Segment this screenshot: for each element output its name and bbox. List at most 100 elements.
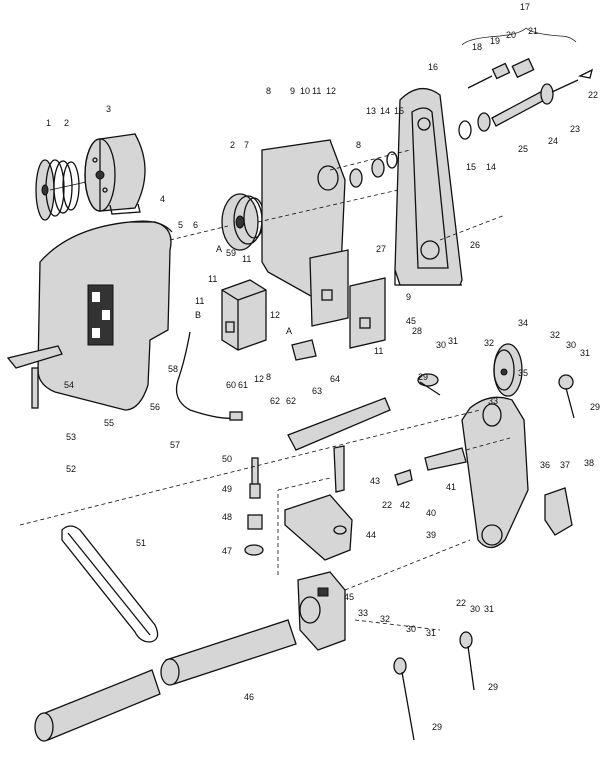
callout-11d: 11 [195,296,204,306]
callout-57: 57 [170,440,180,450]
callout-28: 28 [412,326,422,336]
switch-box [221,279,267,351]
callout-A1: A [216,244,222,254]
callout-56: 56 [150,402,160,412]
callout-43: 43 [370,476,380,486]
callout-17: 17 [520,2,530,12]
callout-18: 18 [472,42,482,52]
callout-3: 3 [106,104,111,114]
callout-36: 36 [540,460,550,470]
callout-8: 8 [266,86,271,96]
callout-11e: 11 [374,346,383,356]
callout-7: 7 [244,140,249,150]
callout-30b: 30 [436,340,446,350]
v-belt [61,525,159,643]
callout-37: 37 [560,460,570,470]
callout-59: 59 [226,248,236,258]
callout-15: 15 [394,106,404,116]
callout-6: 6 [193,220,198,230]
switch-plate [309,249,386,349]
callout-47: 47 [222,546,232,556]
callout-labels: 1 2 3 4 5 6 7 2 8 9 10 11 12 13 14 15 16… [46,2,600,732]
callout-38: 38 [584,458,594,468]
bolt-stack [244,457,264,556]
bracket [544,487,573,536]
callout-19: 19 [490,36,500,46]
callout-33: 33 [488,396,498,406]
callout-30d: 30 [406,624,416,634]
callout-20: 20 [506,30,516,40]
bearing-set-right [458,112,491,140]
callout-26: 26 [470,240,480,250]
swing-arm [461,396,529,549]
callout-29b: 29 [418,372,428,382]
callout-40: 40 [426,508,436,518]
plug [229,411,243,421]
callout-22c: 22 [456,598,466,608]
callout-42: 42 [400,500,410,510]
callout-22b: 22 [382,500,392,510]
callout-32c: 32 [380,614,390,624]
callout-14: 14 [380,106,390,116]
callout-31: 31 [580,348,590,358]
callout-15b: 15 [466,162,476,172]
callout-58: 58 [168,364,178,374]
callout-44: 44 [366,530,376,540]
callout-41: 41 [446,482,456,492]
callout-12: 12 [326,86,336,96]
callout-46: 46 [244,692,254,702]
callout-52: 52 [66,464,76,474]
bearing-set-left [349,151,398,188]
callout-8c: 8 [266,372,271,382]
main-frame [394,88,463,286]
callout-1: 1 [46,118,51,128]
callout-8b: 8 [356,140,361,150]
callout-27: 27 [376,244,386,254]
tool-rest-base [284,494,353,561]
callout-11c: 11 [208,274,217,284]
callout-39: 39 [426,530,436,540]
callout-12b: 12 [270,310,280,320]
callout-9: 9 [290,86,295,96]
lock-handle-upper [558,374,575,419]
callout-32b: 32 [484,338,494,348]
center-assembly [467,57,593,89]
callout-2: 2 [64,118,69,128]
power-cord [175,331,236,419]
clip [291,339,317,361]
callout-34: 34 [518,318,528,328]
indexing-gear [493,343,523,397]
callout-35: 35 [518,368,528,378]
callout-25: 25 [518,144,528,154]
callout-55: 55 [104,418,114,428]
lock-handle-lower-left [393,657,415,741]
bed-bracket [297,571,346,651]
callout-11b: 11 [242,254,251,264]
callout-12c: 12 [254,374,264,384]
arbor-pulley [221,193,265,251]
lock-handle-lower-right [459,631,475,691]
callout-21: 21 [528,26,538,36]
callout-45b: 45 [344,592,354,602]
belt-guard [37,220,173,411]
callout-29: 29 [590,402,600,412]
assembly-lines [19,27,577,631]
callout-29c: 29 [488,682,498,692]
callout-33b: 33 [358,608,368,618]
motor [84,133,146,215]
callout-61: 61 [238,380,248,390]
callout-31b: 31 [448,336,458,346]
tool-rest [287,397,391,493]
callout-49: 49 [222,484,232,494]
callout-10: 10 [300,86,310,96]
callout-48: 48 [222,512,232,522]
callout-B: B [195,310,201,320]
callout-24: 24 [548,136,558,146]
callout-62: 62 [270,396,280,406]
callout-53: 53 [66,432,76,442]
callout-11: 11 [312,86,321,96]
spindle [491,79,579,127]
callout-23: 23 [570,124,580,134]
callout-2b: 2 [230,140,235,150]
callout-51: 51 [136,538,146,548]
